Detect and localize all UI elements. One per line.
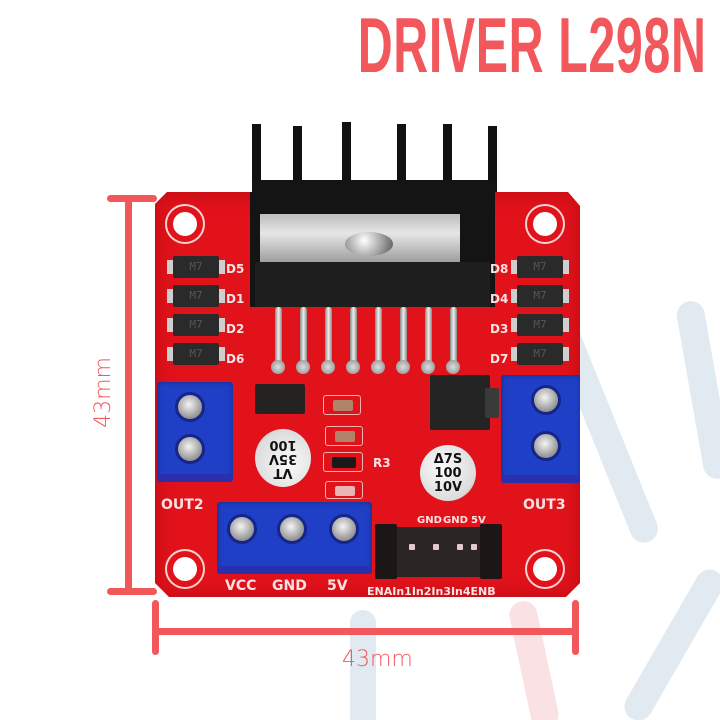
diode-d2: M7: [167, 314, 225, 336]
diode-label: D8: [490, 262, 509, 276]
capacitor-100uf-10v: Δ7S 100 10V: [420, 445, 476, 501]
in1-pin[interactable]: [409, 544, 415, 550]
width-label: 43mm: [342, 647, 413, 672]
terminal-screw[interactable]: [531, 431, 561, 461]
out3-terminal[interactable]: [501, 375, 580, 483]
diode-d8: M7: [511, 256, 569, 278]
r3-label: R3: [373, 456, 391, 470]
out2-label: OUT2: [161, 497, 204, 513]
capacitor-100uf-35v: VT 35V 100: [255, 429, 311, 487]
diode-d7: M7: [511, 343, 569, 365]
in2-label: In2: [411, 585, 432, 598]
diode-label: D3: [490, 322, 509, 336]
header-top-5v: 5V: [471, 515, 486, 526]
smd-capacitor: [323, 395, 361, 415]
l298n-chip: [255, 262, 490, 307]
watermark-stroke: [506, 598, 562, 720]
in4-label: In4: [450, 585, 471, 598]
diode-d3: M7: [511, 314, 569, 336]
mounting-hole: [165, 204, 205, 244]
diode-d4: M7: [511, 285, 569, 307]
gnd-screw[interactable]: [277, 514, 307, 544]
in2-pin[interactable]: [433, 544, 439, 550]
terminal-screw[interactable]: [175, 392, 205, 422]
vcc-label: VCC: [225, 578, 257, 594]
diode-label: D2: [226, 322, 245, 336]
watermark-stroke: [674, 298, 720, 482]
regulator-tab: [485, 388, 499, 418]
diode-label: D7: [490, 352, 509, 366]
smd-capacitor: [325, 426, 363, 446]
out2-terminal[interactable]: [157, 382, 233, 482]
header-bottom-labels: ENA In1 In2 In3 In4 ENB: [367, 585, 496, 598]
in3-pin[interactable]: [457, 544, 463, 550]
terminal-screw[interactable]: [175, 434, 205, 464]
out3-label: OUT3: [523, 497, 566, 513]
in3-label: In3: [431, 585, 451, 598]
header-top-gnd-1: GND: [417, 515, 442, 526]
watermark-stroke: [619, 564, 720, 720]
diode-d1: M7: [167, 285, 225, 307]
diode-label: D1: [226, 292, 245, 306]
5v-label: 5V: [327, 578, 348, 594]
enb-label: ENB: [470, 585, 496, 598]
diode-label: D4: [490, 292, 509, 306]
gnd-label: GND: [272, 578, 307, 594]
height-label: 43mm: [90, 357, 116, 428]
5v-screw[interactable]: [329, 514, 359, 544]
5v-enable-jumper[interactable]: [255, 384, 305, 414]
mounting-hole: [525, 204, 565, 244]
voltage-regulator: [430, 375, 490, 430]
product-title: DRIVER L298N: [357, 1, 706, 89]
diode-label: D5: [226, 262, 245, 276]
terminal-screw[interactable]: [531, 385, 561, 415]
power-terminal[interactable]: [217, 502, 372, 574]
smd-led: [325, 481, 363, 499]
heatsink-screw: [345, 232, 393, 256]
mounting-hole: [165, 549, 205, 589]
ena-label: ENA: [367, 585, 393, 598]
ena-jumper[interactable]: [375, 524, 397, 579]
in1-label: In1: [392, 585, 412, 598]
vcc-screw[interactable]: [227, 514, 257, 544]
smd-resistor: [323, 452, 363, 472]
diode-label: D6: [226, 352, 245, 366]
in4-pin[interactable]: [471, 544, 477, 550]
pcb-board: M7 D5 M7 D1 M7 D2 M7 D6 D8 M7 D4 M7 D3 M…: [155, 192, 580, 597]
mounting-hole: [525, 549, 565, 589]
control-header: [377, 527, 499, 577]
enb-jumper[interactable]: [480, 524, 502, 579]
diode-d6: M7: [167, 343, 225, 365]
header-top-gnd-2: GND: [443, 515, 468, 526]
diode-d5: M7: [167, 256, 225, 278]
